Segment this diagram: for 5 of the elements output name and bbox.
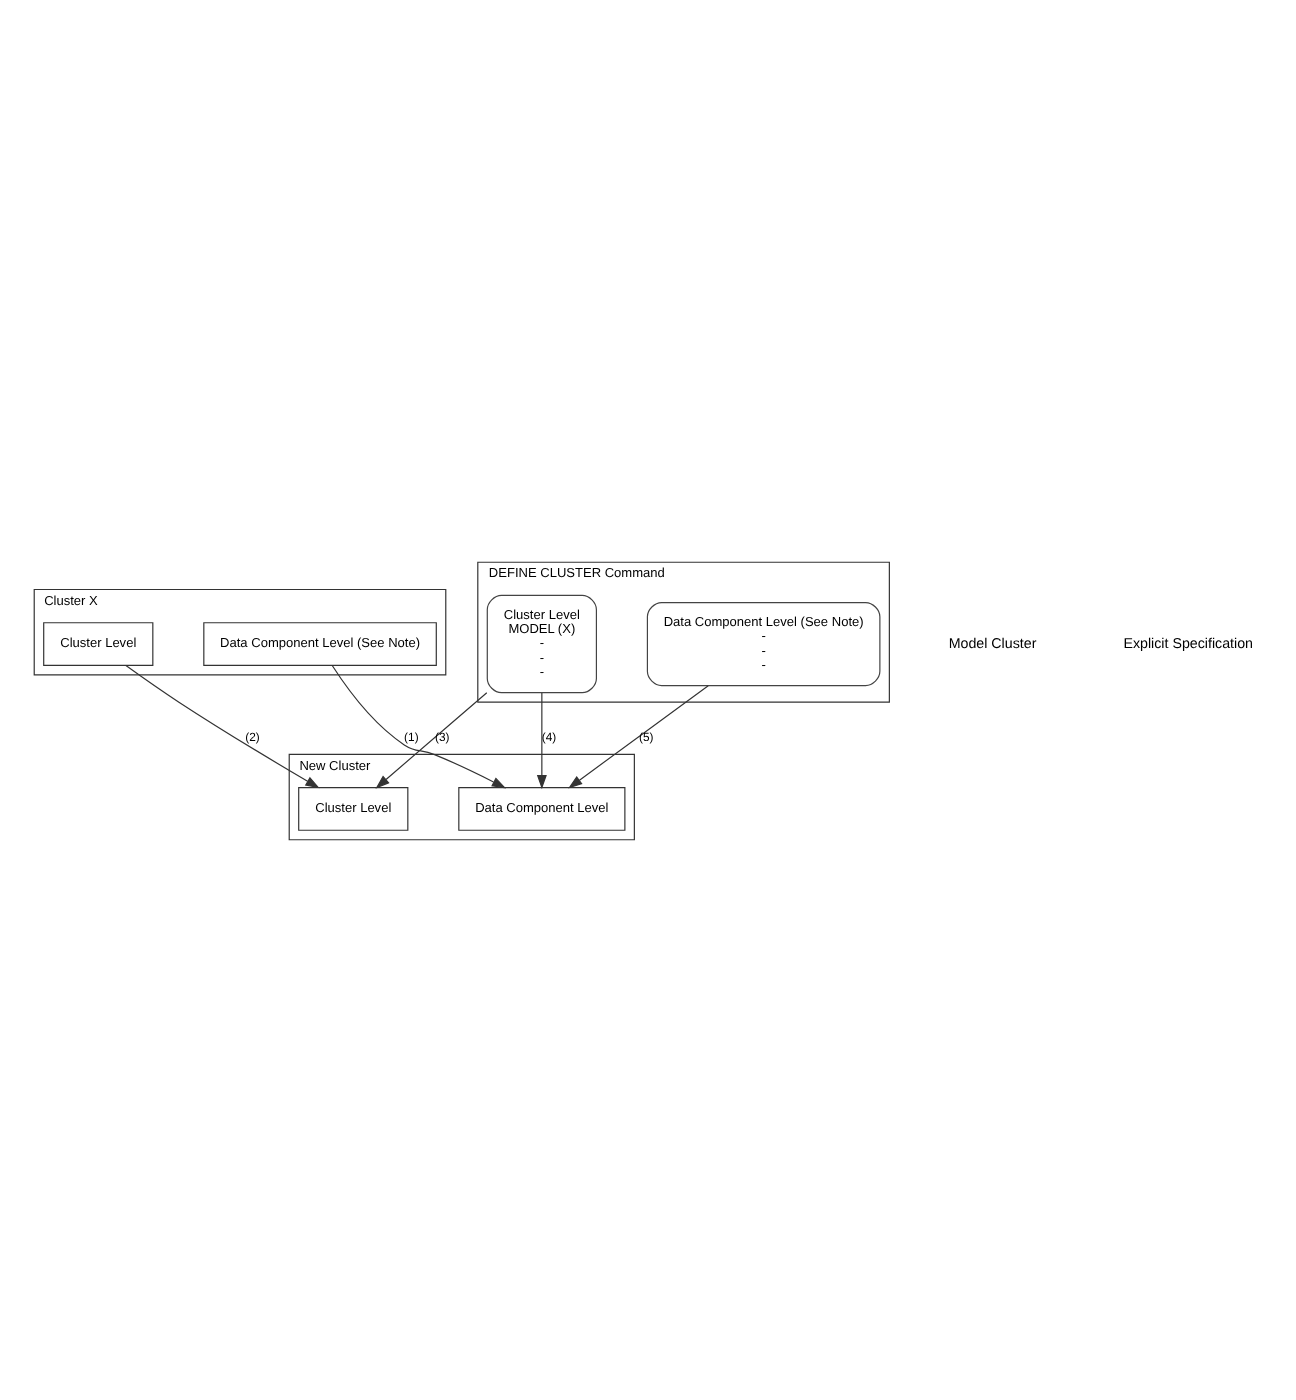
- arrow: [536, 691, 547, 789]
- arrow: [375, 691, 488, 788]
- arrow: [125, 663, 320, 788]
- arrow: [331, 664, 507, 788]
- arrow: [568, 684, 709, 788]
